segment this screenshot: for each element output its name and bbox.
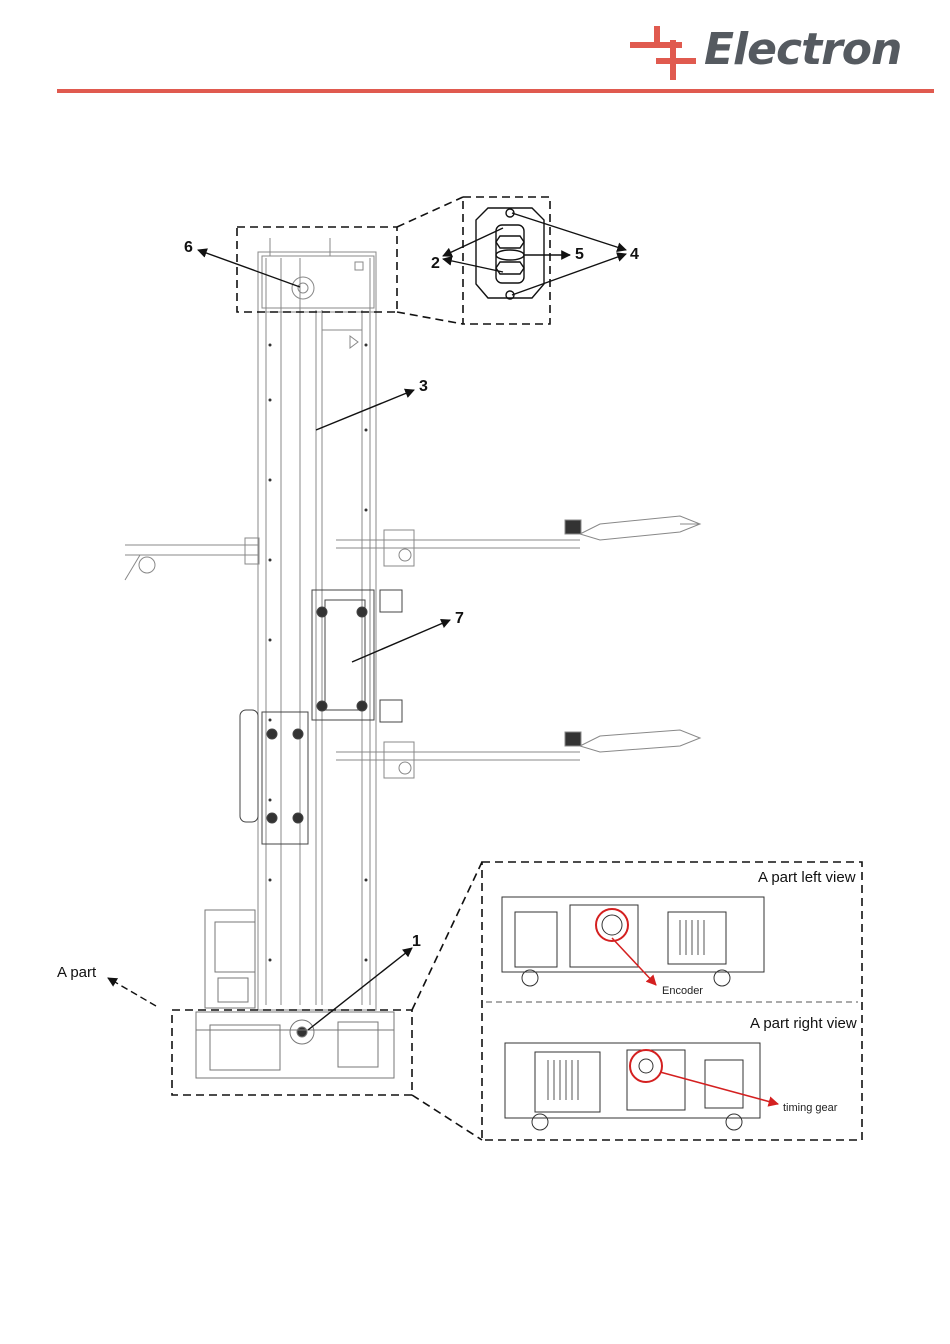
base-structure: [196, 910, 394, 1078]
callout-7: 7: [455, 610, 464, 627]
lower-carriage: [240, 710, 308, 844]
spray-arms: [125, 516, 700, 778]
callout-6: 6: [184, 239, 193, 256]
callout-1: 1: [412, 933, 421, 950]
left-view-drawing: [502, 897, 764, 986]
callout-2: 2: [431, 255, 440, 272]
timing-gear-label: timing gear: [783, 1102, 838, 1114]
detail-frames: [172, 197, 862, 1140]
encoder-label: Encoder: [662, 985, 703, 997]
left-view-title: A part left view: [758, 869, 856, 886]
column-structure: [258, 238, 376, 1010]
right-view-title: A part right view: [750, 1015, 857, 1032]
callout-3: 3: [419, 378, 428, 395]
a-part-label: A part: [57, 964, 97, 981]
right-view-drawing: [505, 1043, 778, 1130]
leader-arrows: [108, 213, 626, 1030]
callout-4: 4: [630, 246, 639, 263]
upper-carriage: [312, 590, 402, 722]
top-plate-detail: [476, 208, 544, 299]
callout-5: 5: [575, 246, 584, 263]
